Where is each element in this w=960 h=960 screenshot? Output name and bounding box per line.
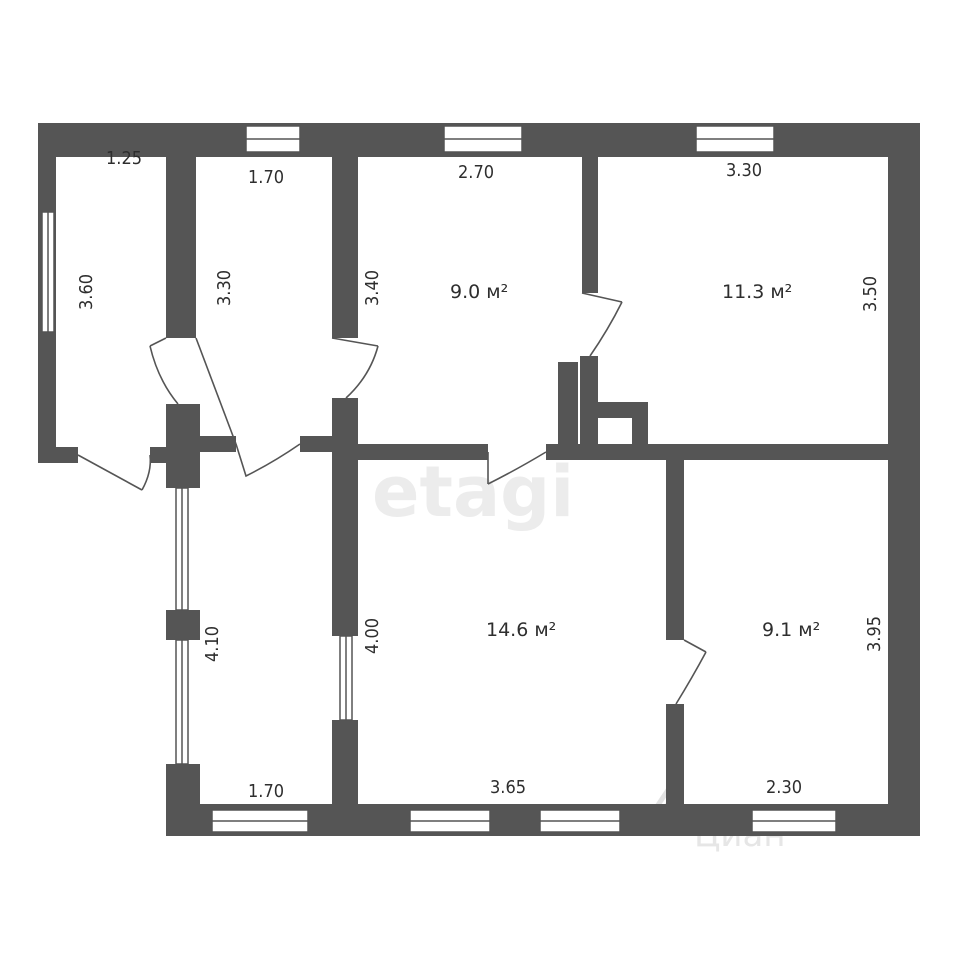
dim-room4-width: 3.30 [726, 160, 762, 181]
dim-room2-length: 3.30 [214, 270, 235, 306]
dim-living-length: 4.00 [362, 618, 383, 654]
area-room4: 11.3 м² [722, 281, 792, 303]
dim-room2-width: 1.70 [248, 167, 284, 188]
dim-bedroom-width: 2.30 [766, 777, 802, 798]
dim-bedroom-length: 3.95 [864, 616, 885, 652]
dim-room4-length: 3.50 [860, 276, 881, 312]
dim-corridor-length: 4.10 [202, 626, 223, 662]
watermark-etagi: etagi [372, 451, 574, 533]
dim-room3-length: 3.40 [362, 270, 383, 306]
dim-room3-width: 2.70 [458, 162, 494, 183]
area-bedroom: 9.1 м² [762, 619, 820, 641]
windows [41, 125, 837, 833]
area-living: 14.6 м² [486, 619, 556, 641]
dim-corridor-width: 1.70 [248, 781, 284, 802]
area-room3: 9.0 м² [450, 281, 508, 303]
dim-room1-width: 1.25 [106, 148, 142, 169]
dim-room1-length: 3.60 [76, 274, 97, 310]
doors [77, 292, 707, 705]
dim-living-width: 3.65 [490, 777, 526, 798]
